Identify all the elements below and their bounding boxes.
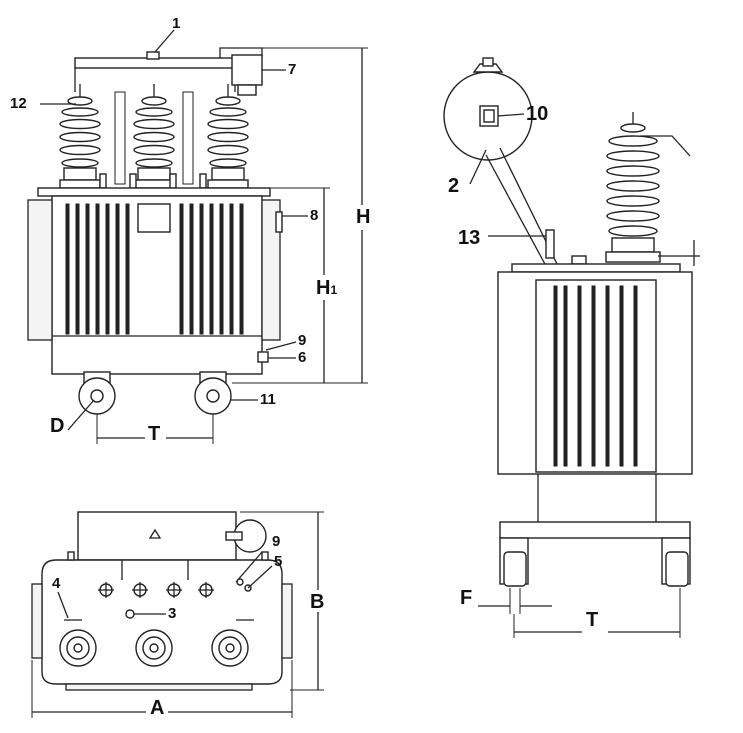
callout-3: 3 [168, 605, 177, 622]
callout-5: 5 [274, 553, 283, 570]
callout-12: 12 [10, 95, 27, 112]
callout-7: 7 [288, 61, 297, 78]
callout-11: 11 [260, 391, 276, 408]
dim-A: A [150, 697, 165, 719]
callout-10: 10 [526, 103, 549, 125]
hv-bushing-3 [207, 84, 249, 189]
wheel-right [194, 371, 232, 415]
callout-9-front: 9 [298, 332, 307, 349]
gas-relay [231, 54, 263, 86]
dim-H: H [356, 206, 371, 228]
top-view [31, 511, 324, 718]
top-cap [146, 51, 160, 60]
drain-valve [257, 351, 269, 363]
radiator-fins [65, 203, 244, 335]
front-view [27, 29, 368, 444]
side-radiator-fins [553, 285, 638, 467]
callout-6: 6 [298, 349, 307, 366]
dim-H1-subscript: 1 [330, 283, 338, 297]
callout-8: 8 [310, 207, 319, 224]
dim-T-side: T [586, 609, 599, 631]
dim-T-front: T [148, 423, 161, 445]
callout-4: 4 [52, 575, 61, 592]
wheel-left [78, 371, 116, 415]
top-conservator [77, 511, 237, 561]
lv-bushings [98, 582, 214, 598]
dim-H1-letter: H [316, 277, 331, 299]
side-base-frame [499, 521, 691, 539]
nameplate [137, 203, 171, 233]
hv-bushing-1 [59, 84, 101, 189]
side-hv-bushing [605, 112, 661, 263]
callout-1: 1 [172, 15, 181, 32]
callout-13: 13 [458, 227, 481, 249]
callout-9-top: 9 [272, 533, 281, 550]
callout-2: 2 [448, 175, 460, 197]
hv-bushing-2 [133, 84, 175, 189]
side-view [443, 57, 700, 638]
tank-cover [37, 187, 271, 197]
dim-F: F [460, 587, 473, 609]
dim-D: D [50, 415, 65, 437]
side-tank-cover [511, 263, 681, 273]
dim-H1: H1 [316, 278, 337, 298]
dim-B: B [310, 591, 325, 613]
hv-bushings-top [59, 629, 249, 667]
